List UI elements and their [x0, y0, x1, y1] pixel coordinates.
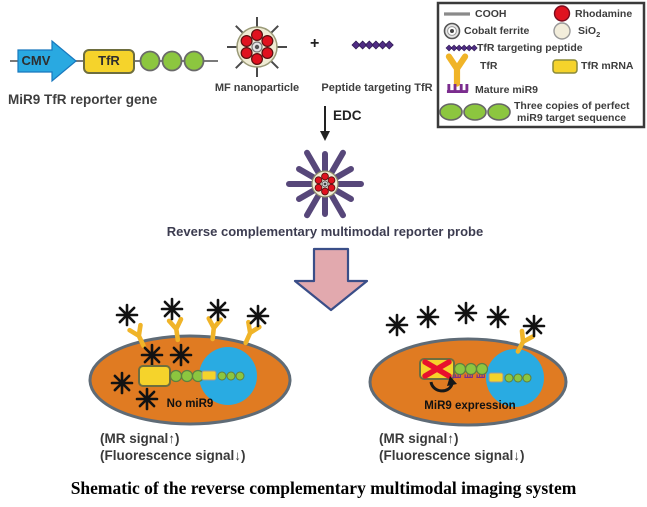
tfr-gene-box [83, 49, 135, 74]
right-fluorescence-signal-label: (Fluorescence signal↓) [379, 448, 525, 463]
cell-no-mir9 [88, 297, 292, 426]
degradation-arrow-head [447, 376, 457, 386]
legend-rhodamine-label: Rhodamine [575, 8, 633, 20]
reporter-gene-label: MiR9 TfR reporter gene [8, 92, 158, 107]
probe-star-icon [140, 343, 164, 367]
nuclear-target-sites [504, 373, 532, 383]
tfr-label: TfR [98, 53, 120, 68]
mir9-target-site [161, 50, 183, 72]
mf-nanoparticle-icon [227, 17, 287, 77]
legend-cooh-label: COOH [475, 8, 507, 20]
tfr-mrna-icon [552, 59, 578, 74]
probe-star-icon [522, 314, 546, 338]
mir9-target-site [139, 50, 161, 72]
cobalt-ferrite-icon [443, 22, 461, 40]
mir9-expression-label: MiR9 expression [424, 400, 516, 412]
probe-star-icon [385, 313, 409, 337]
left-fluorescence-signal-label: (Fluorescence signal↓) [100, 448, 246, 463]
edc-label: EDC [333, 108, 362, 123]
probe-label: Reverse complementary multimodal reporte… [166, 224, 484, 239]
legend-box [436, 1, 646, 129]
peptide-targeting-label: Peptide targeting TfR [321, 82, 433, 94]
no-mir9-label: No miR9 [166, 398, 214, 410]
blocked-translation-x-icon [422, 359, 452, 379]
plus-sign: + [310, 35, 320, 52]
probe-star-icon [486, 305, 510, 329]
probe-star-icon [416, 305, 440, 329]
probe-star-icon [160, 297, 184, 321]
nuclear-tfr-gene [201, 370, 217, 381]
cmv-label: CMV [21, 53, 51, 68]
legend-mature-mir9-label: Mature miR9 [475, 84, 539, 96]
legend-sio2-label: SiO2 [578, 25, 601, 40]
mir9-target-sites [453, 362, 489, 376]
probe-star-icon [115, 303, 139, 327]
cell-mir9-expression [368, 301, 568, 427]
probe-star-icon [246, 304, 270, 328]
three-copies-icon [439, 103, 511, 121]
legend-tfr-mrna-label: TfR mRNA [581, 60, 634, 72]
probe-cobalt-dot [323, 182, 327, 186]
tfr-peptide-chain-icon [351, 40, 394, 50]
cmv-promoter-arrow [17, 39, 77, 83]
nuclear-tfr-gene [488, 372, 504, 383]
reporter-probe-icon [286, 149, 364, 219]
peptide-spikes [286, 149, 364, 219]
reporter-gene-construct [10, 39, 218, 83]
probe-rhodamine-dots [314, 172, 336, 196]
mir9-target-site [183, 50, 205, 72]
nuclear-target-sites [217, 371, 245, 381]
probe-star-icon [110, 371, 134, 395]
cobalt-core-dot [254, 44, 260, 50]
probe-star-icon [454, 301, 478, 325]
rhodamine-dots [240, 29, 274, 66]
legend-three-copies-line2: miR9 target sequence [517, 112, 627, 124]
probe-star-icon [206, 298, 230, 322]
legend-cobalt-label: Cobalt ferrite [464, 25, 530, 37]
mf-nanoparticle-label: MF nanoparticle [214, 82, 300, 94]
edc-arrow-head [320, 131, 330, 141]
down-block-arrow [293, 247, 369, 312]
mir9-target-sites [169, 369, 205, 383]
legend-tfr-label: TfR [480, 60, 498, 72]
legend-three-copies-line1: Three copies of perfect [514, 100, 630, 112]
tfr-mrna-icon [138, 365, 171, 387]
rhodamine-icon [553, 5, 571, 22]
cooh-spikes [227, 17, 287, 77]
figure-caption: Shematic of the reverse complementary mu… [70, 478, 577, 498]
right-mr-signal-label: (MR signal↑) [379, 431, 459, 446]
sio2-icon [553, 22, 571, 40]
probe-star-icon [169, 343, 193, 367]
left-mr-signal-label: (MR signal↑) [100, 431, 180, 446]
edc-arrow [320, 106, 330, 141]
degradation-arrow [429, 381, 454, 393]
legend-peptide-label: TfR targeting peptide [477, 42, 583, 54]
